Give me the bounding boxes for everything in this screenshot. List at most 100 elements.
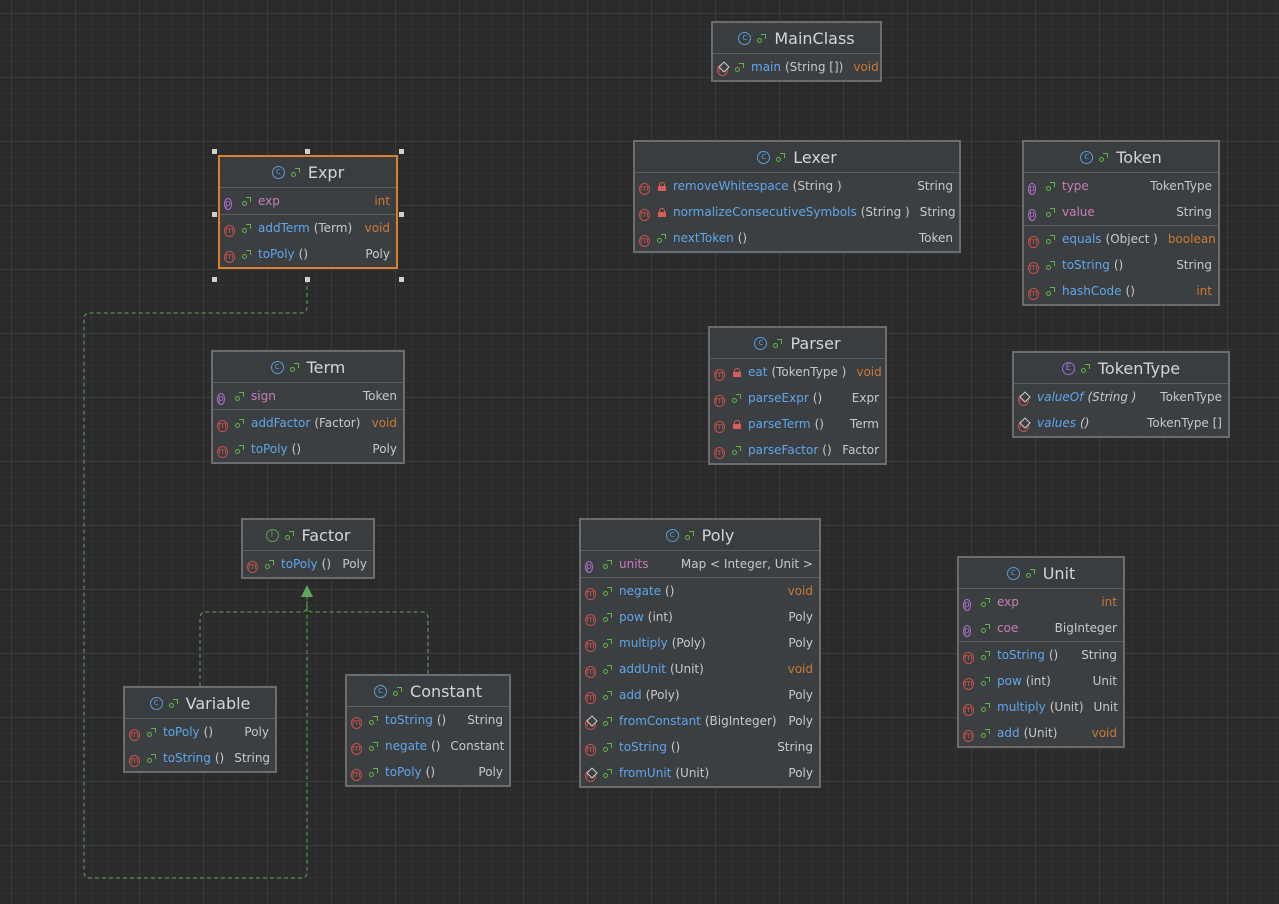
public-icon [242,249,251,259]
method-row[interactable]: mfromConstant(BigInteger)Poly [581,708,819,734]
method-row[interactable]: mvalueOf(String )TokenType [1014,384,1228,410]
method-name: parseFactor [748,443,819,457]
selection-handle[interactable] [212,149,217,154]
method-name: eat [748,365,768,379]
method-row[interactable]: mfromUnit(Unit)Poly [581,760,819,786]
public-icon [1080,363,1090,373]
method-row[interactable]: mvalues()TokenType [] [1014,410,1228,436]
return-type: TokenType [1160,390,1222,404]
public-icon [603,638,612,648]
public-icon [732,393,741,403]
method-params: (BigInteger) [704,714,777,728]
selection-handle[interactable] [399,212,404,217]
selection-handle[interactable] [399,149,404,154]
method-params: () [298,247,309,261]
enum-tokentype[interactable]: ETokenTypemvalueOf(String )TokenTypemval… [1012,351,1230,438]
selection-handle[interactable] [399,277,404,282]
public-icon [369,741,378,751]
method-params: (int) [647,610,673,624]
class-mainclass[interactable]: cMainClassmmain(String [])void [711,21,882,82]
selection-handle[interactable] [212,277,217,282]
method-params: () [291,442,302,456]
class-icon: c [1080,150,1094,164]
class-name: Poly [701,525,735,545]
method-row[interactable]: mmain(String [])void [713,54,880,80]
method-name: add [997,726,1020,740]
property-icon: p [585,560,593,573]
method-icon: m [963,651,974,664]
method-name: parseExpr [748,391,809,405]
class-icon: c [665,528,679,542]
public-icon [981,702,990,712]
edge-constant-factor[interactable] [306,605,429,674]
return-type: Expr [851,391,879,405]
public-icon [1046,286,1055,296]
field-type: int [1101,595,1117,609]
public-icon [235,444,244,454]
selection-handle[interactable] [305,149,310,154]
return-type: String [1081,648,1117,662]
method-icon: m [963,677,974,690]
return-type: Poly [342,557,367,571]
class-name: TokenType [1097,358,1181,378]
method-name: fromUnit [619,766,672,780]
return-type: boolean [1167,232,1216,246]
selection-handle[interactable] [305,277,310,282]
selection-handle[interactable] [212,212,217,217]
public-icon [242,223,251,233]
method-name: toString [997,648,1045,662]
public-icon [684,530,694,540]
edge-variable-factor[interactable] [199,597,308,686]
method-params: () [665,584,675,598]
